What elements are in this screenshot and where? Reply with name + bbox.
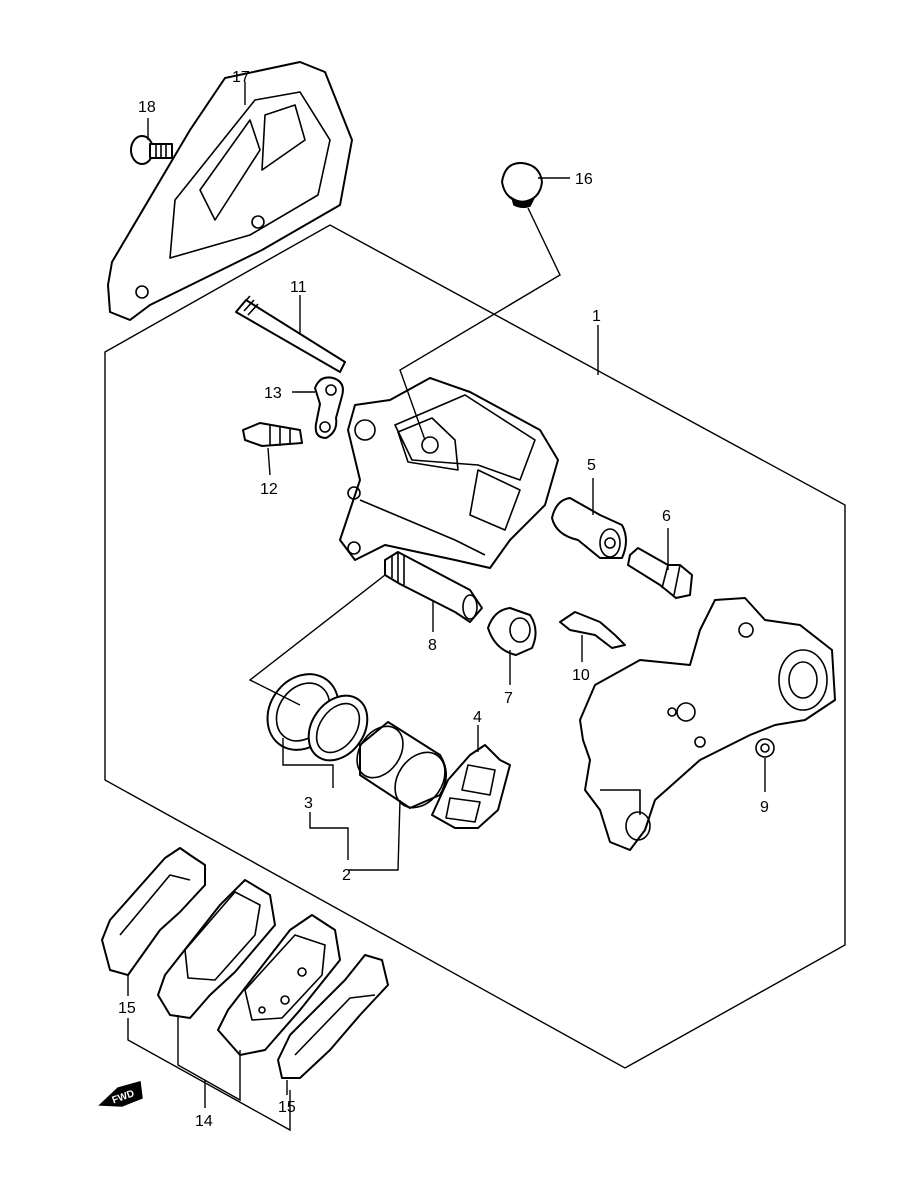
callout-8: 8	[428, 637, 437, 654]
callout-14: 14	[195, 1113, 213, 1130]
callout-15-right: 15	[278, 1099, 296, 1116]
part-16-cap	[501, 161, 543, 209]
part-18-bolt	[130, 135, 173, 165]
part-5-boot	[551, 497, 627, 559]
leader-lines	[127, 82, 766, 1132]
part-15-pad-shim-left	[101, 847, 206, 976]
callout-6: 6	[662, 508, 671, 525]
callout-4: 4	[473, 709, 482, 726]
callout-9: 9	[760, 799, 769, 816]
part-11-slide-pin	[235, 295, 346, 373]
part-7-boot	[487, 607, 537, 656]
part-14-brake-pads	[157, 879, 341, 1056]
part-15-pad-shim-right	[277, 954, 389, 1079]
callout-13: 13	[264, 385, 282, 402]
part-12-bleeder-valve	[242, 422, 303, 447]
callout-15-left: 15	[118, 1000, 136, 1017]
callout-labels: 17 18 16 11 1 13 12 5 6 8 10 7 4 9 3 2 1…	[118, 69, 769, 1130]
part-8-slide-pin	[384, 551, 483, 623]
part-3-piston-seals	[266, 673, 369, 762]
fwd-arrow-icon: FWD	[98, 1081, 143, 1107]
caliper-body	[339, 377, 559, 569]
part-13-bracket	[314, 376, 344, 439]
callout-18: 18	[138, 99, 156, 116]
part-4-shim	[431, 744, 511, 829]
part-10-pad-spring	[559, 611, 626, 649]
callout-7: 7	[504, 690, 513, 707]
callout-12: 12	[260, 481, 278, 498]
callout-3: 3	[304, 795, 313, 812]
part-9-caliper-bracket	[579, 597, 836, 851]
callout-2: 2	[342, 867, 351, 884]
part-17-guard-plate	[107, 61, 353, 321]
callout-1: 1	[592, 308, 601, 325]
part-6-pin-bolt	[627, 547, 693, 599]
callout-11: 11	[290, 279, 307, 296]
callout-5: 5	[587, 457, 596, 474]
caliper-assembly-outline	[104, 224, 846, 1069]
callout-16: 16	[575, 171, 593, 188]
callout-17: 17	[232, 69, 250, 86]
callout-10: 10	[572, 667, 590, 684]
part-2-piston	[356, 721, 447, 809]
